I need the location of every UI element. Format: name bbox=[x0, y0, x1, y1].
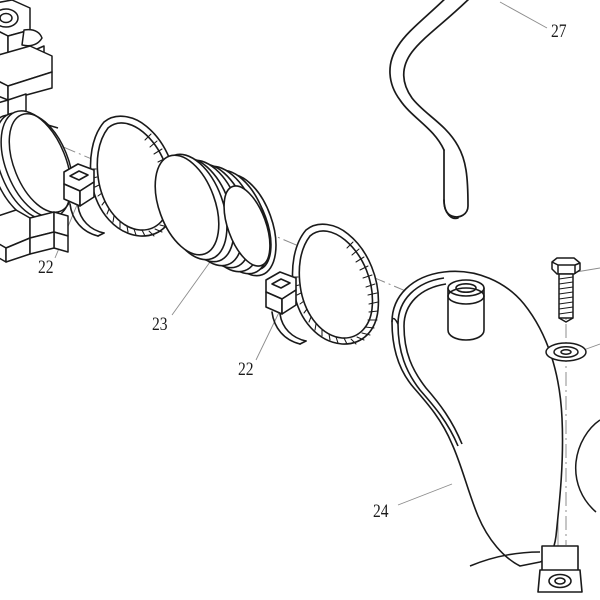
leader-24 bbox=[397, 483, 453, 506]
callout-22-lower: 22 bbox=[238, 359, 254, 380]
flat-washer[interactable] bbox=[545, 342, 587, 362]
leader-27 bbox=[499, 1, 548, 29]
bent-breather-tube[interactable] bbox=[389, 0, 474, 220]
clamp-screw-housing-lower[interactable] bbox=[265, 271, 307, 345]
hose-mounting-bracket[interactable] bbox=[537, 545, 583, 593]
hose-clamp-lower[interactable] bbox=[265, 223, 380, 345]
callout-22-upper: 22 bbox=[38, 257, 54, 278]
bellows-coupling[interactable] bbox=[143, 145, 289, 284]
air-intake-hose[interactable] bbox=[391, 270, 583, 593]
hex-flange-bolt[interactable] bbox=[551, 257, 581, 323]
leader-23 bbox=[171, 254, 216, 316]
callout-27: 27 bbox=[551, 21, 567, 42]
hose-clamp-upper[interactable] bbox=[63, 115, 178, 237]
leader-bolt bbox=[575, 267, 600, 273]
adjacent-part-edge bbox=[469, 419, 600, 567]
callout-23: 23 bbox=[152, 314, 168, 335]
clamp-screw-housing-upper[interactable] bbox=[63, 163, 105, 237]
throttle-body-flange[interactable] bbox=[0, 0, 86, 263]
flange-pipe-rings bbox=[0, 110, 74, 222]
callout-24: 24 bbox=[373, 501, 389, 522]
bolt-thread-hatching bbox=[558, 276, 574, 315]
hose-breather-port[interactable] bbox=[447, 279, 485, 341]
